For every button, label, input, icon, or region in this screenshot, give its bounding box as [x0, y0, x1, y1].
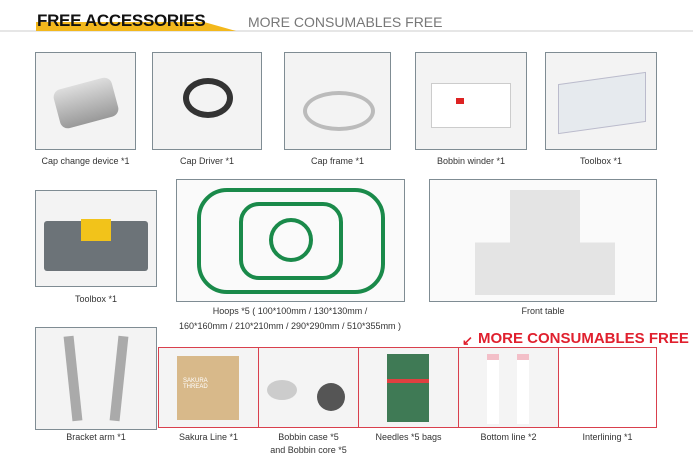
item-label: Cap frame *1 [310, 156, 365, 166]
item-label: Hoops *5 ( 100*100mm / 130*130mm / [212, 306, 368, 316]
consumables-title: MORE CONSUMABLES FREE [478, 330, 689, 347]
item-label: Toolbox *1 [74, 294, 118, 304]
item-label-line2: 160*160mm / 210*210mm / 290*290mm / 510*… [178, 321, 402, 331]
item-label: Bobbin winder *1 [436, 156, 506, 166]
bottom-line-image [458, 347, 559, 428]
item-label: Bobbin case *5 [278, 432, 339, 442]
front-table-image [429, 179, 657, 302]
page-subtitle: MORE CONSUMABLES FREE [248, 14, 443, 30]
item-label: Toolbox *1 [579, 156, 623, 166]
bobbin-case-image [258, 347, 359, 428]
item-label: Sakura Line *1 [178, 432, 239, 442]
item-label: Needles *5 bags [375, 432, 442, 442]
cap-frame-image [284, 52, 391, 150]
box-text: SAKURA THREAD [183, 378, 208, 390]
page-title: FREE ACCESSORIES [37, 11, 206, 30]
header-bar [0, 0, 693, 32]
item-label: Cap Driver *1 [179, 156, 235, 166]
item-label: Cap change device *1 [41, 156, 130, 166]
item-label: Front table [521, 306, 565, 316]
toolbox-clear-image [545, 52, 657, 150]
cap-driver-image [152, 52, 262, 150]
arrow-icon: ↙ [462, 333, 473, 348]
bracket-arm-image [35, 327, 157, 430]
item-label: Bottom line *2 [480, 432, 537, 442]
item-label: Interlining *1 [582, 432, 633, 442]
sakura-line-image: SAKURA THREAD [158, 347, 259, 428]
title-underline [36, 22, 236, 31]
item-label-line2: and Bobbin core *5 [270, 445, 347, 455]
cap-change-device-image [35, 52, 136, 150]
interlining-image [558, 347, 657, 428]
item-label: Bracket arm *1 [66, 432, 126, 442]
toolbox-image [35, 190, 157, 287]
hoops-image [176, 179, 405, 302]
needles-image [358, 347, 459, 428]
bobbin-winder-image [415, 52, 527, 150]
